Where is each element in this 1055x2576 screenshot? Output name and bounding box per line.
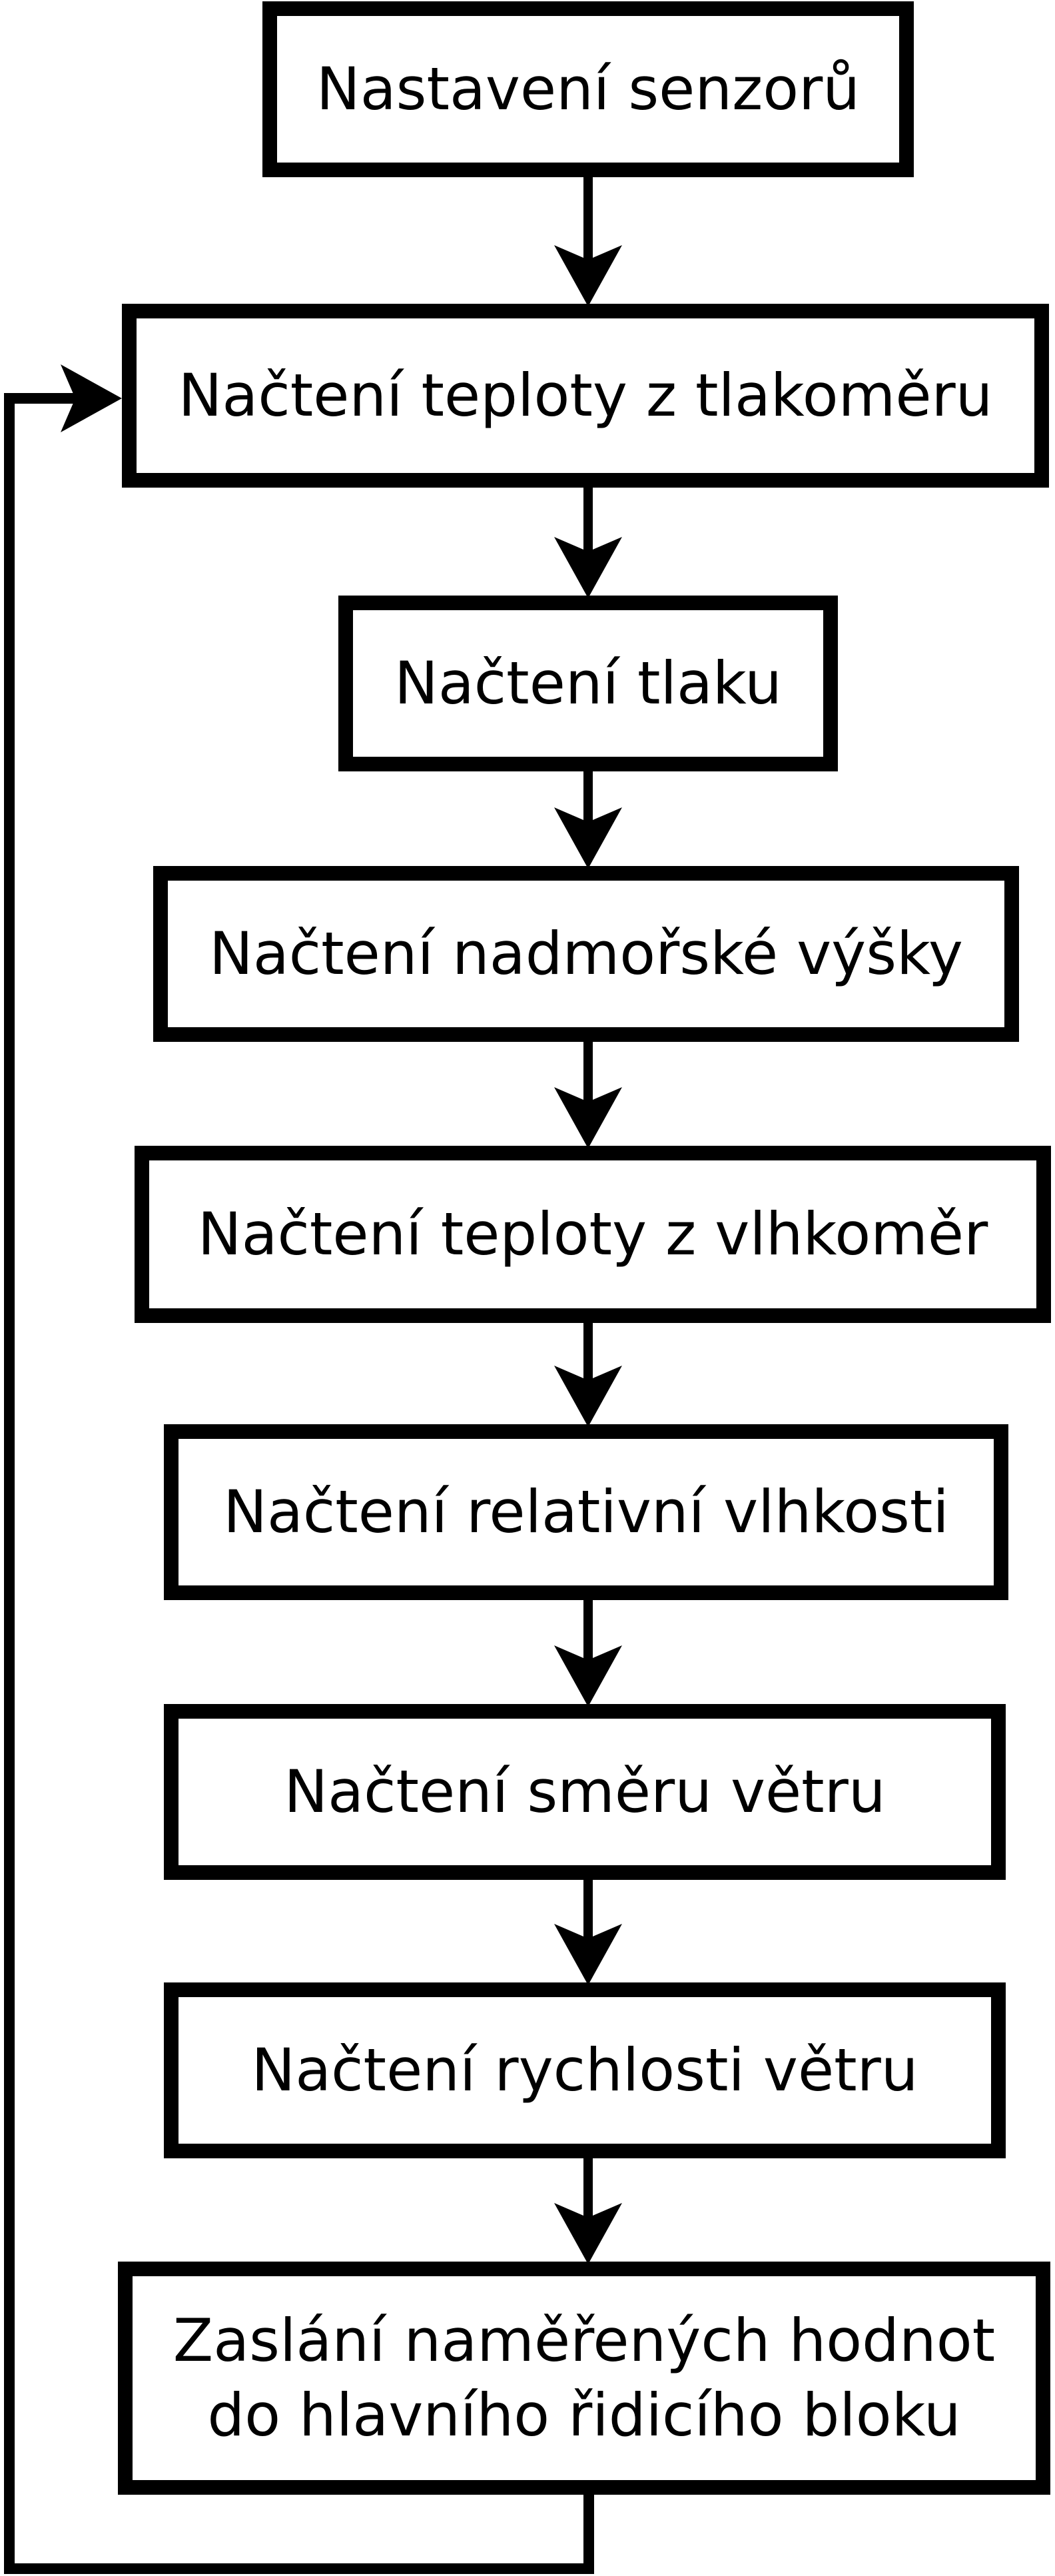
flow-node-label: Načtení tlaku (394, 649, 782, 718)
flow-node-label: Načtení nadmořské výšky (209, 919, 963, 989)
arrow-setup-to-temp-barometer (554, 173, 622, 306)
flow-node-label: Načtení teploty z tlakoměru (178, 361, 993, 430)
flow-node-read-wind-direction: Načtení směru větru (164, 1704, 1006, 1880)
arrow-temp-barometer-to-pressure (554, 484, 622, 598)
flow-node-setup-sensors: Nastavení senzorů (262, 1, 914, 177)
flow-node-read-temp-barometer: Načtení teploty z tlakoměru (122, 304, 1049, 488)
arrow-altitude-to-temp-hygrometer (554, 1038, 622, 1148)
arrow-wind-direction-to-wind-speed (554, 1875, 622, 1985)
flow-node-read-pressure: Načtení tlaku (338, 596, 838, 771)
arrow-humidity-to-wind-direction (554, 1596, 622, 1707)
flow-node-send-values: Zaslání naměřených hodnot do hlavního ři… (118, 2262, 1050, 2495)
flow-node-label: Načtení směru větru (284, 1757, 886, 1827)
flow-node-label: Načtení rychlosti větru (251, 2036, 918, 2105)
flow-node-label: Načtení teploty z vlhkoměr (197, 1200, 988, 1269)
flow-node-label: Zaslání naměřených hodnot do hlavního ři… (173, 2306, 996, 2449)
arrow-pressure-to-altitude (554, 767, 622, 869)
flow-node-read-temp-hygrometer: Načtení teploty z vlhkoměr (135, 1146, 1051, 1323)
flow-node-read-relative-humidity: Načtení relativní vlhkosti (164, 1424, 1008, 1600)
flow-node-read-wind-speed: Načtení rychlosti větru (164, 1982, 1006, 2158)
flow-node-label: Nastavení senzorů (316, 55, 861, 124)
arrow-temp-hygrometer-to-humidity (554, 1319, 622, 1427)
flow-node-label: Načtení relativní vlhkosti (223, 1478, 949, 1547)
arrow-wind-speed-to-send-values (554, 2154, 622, 2264)
flow-node-read-altitude: Načtení nadmořské výšky (153, 866, 1019, 1042)
